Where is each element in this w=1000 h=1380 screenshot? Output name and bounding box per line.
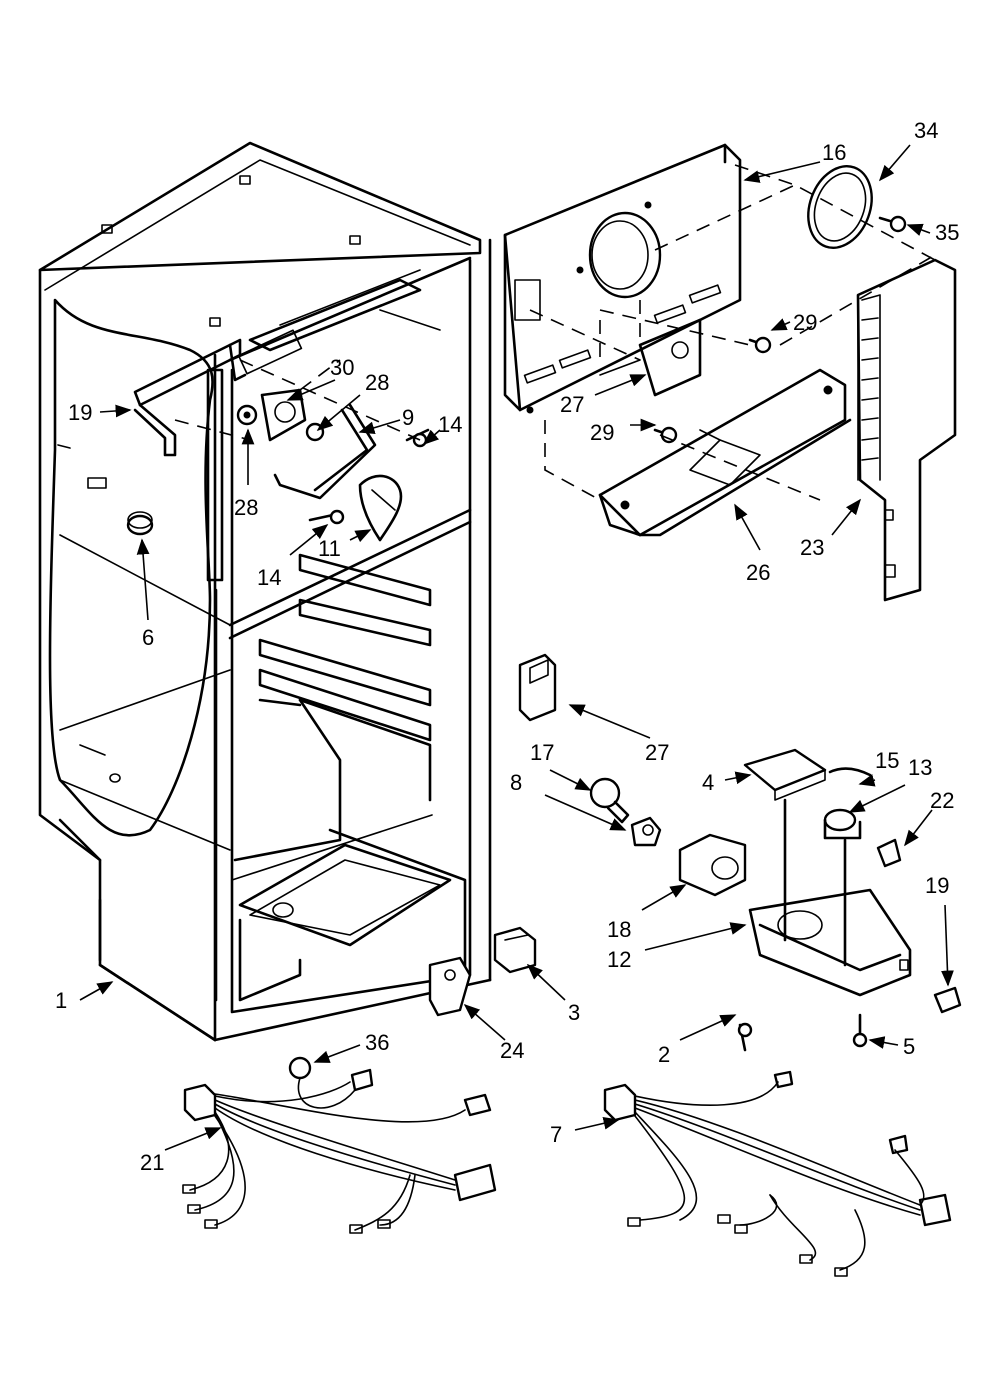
callout-1: 1 <box>55 988 67 1013</box>
callout-28-a: 28 <box>365 370 389 395</box>
cabinet-liner <box>38 141 492 1042</box>
callout-15: 15 <box>875 748 899 773</box>
leader-lines <box>79 144 954 1151</box>
switch-part-26 <box>518 653 557 722</box>
callout-5: 5 <box>903 1034 915 1059</box>
callout-12: 12 <box>607 947 631 972</box>
callout-14-b: 14 <box>257 565 281 590</box>
callout-23: 23 <box>800 535 824 560</box>
housing-part-12 <box>737 798 912 1052</box>
screws <box>653 215 907 444</box>
evaporator-cover-part-16 <box>503 143 742 414</box>
duct-part-23 <box>856 258 957 602</box>
callout-18: 18 <box>607 917 631 942</box>
callout-24: 24 <box>500 1038 524 1063</box>
callout-labels: 19 6 1 30 28 28 9 14 14 11 16 34 35 29 2… <box>55 118 959 1175</box>
wire-harness-part-7 <box>603 1070 952 1277</box>
callout-29-a: 29 <box>793 310 817 335</box>
wire-harness-part-21 <box>182 1056 497 1234</box>
callout-10: 19 <box>68 400 92 425</box>
callout-19: 19 <box>925 873 949 898</box>
callout-7: 7 <box>550 1122 562 1147</box>
callout-26: 27 <box>645 740 669 765</box>
callout-16: 16 <box>822 140 846 165</box>
ring-part-34 <box>807 165 873 249</box>
overload-part-24 <box>428 956 472 1017</box>
callout-6: 6 <box>142 625 154 650</box>
callout-36: 36 <box>365 1030 389 1055</box>
callout-35: 35 <box>935 220 959 245</box>
callout-3: 3 <box>568 1000 580 1025</box>
fan-assembly <box>236 388 430 542</box>
clip-part-22 <box>876 838 902 868</box>
bracket-part-10 <box>133 329 303 457</box>
callout-29-b: 29 <box>590 420 614 445</box>
bulb-part-17 <box>589 777 630 824</box>
light-shield-part-18 <box>678 833 747 897</box>
callout-17: 17 <box>530 740 554 765</box>
seal-part-15 <box>828 767 872 777</box>
socket-part-8 <box>630 816 662 847</box>
knob-part-6 <box>126 511 154 536</box>
callout-30: 30 <box>330 355 354 380</box>
callout-4: 4 <box>702 770 714 795</box>
callout-21: 21 <box>140 1150 164 1175</box>
dashed-alignment-lines <box>174 164 936 501</box>
thermostat-part-13 <box>823 808 862 840</box>
callout-14-a: 14 <box>438 412 462 437</box>
callout-9: 9 <box>402 405 414 430</box>
callout-2: 2 <box>658 1042 670 1067</box>
callout-22: 22 <box>930 788 954 813</box>
callout-8: 8 <box>510 770 522 795</box>
callout-11: 11 <box>318 536 341 561</box>
callout-28-b: 28 <box>234 495 258 520</box>
callout-13: 13 <box>908 755 932 780</box>
connector-part-19 <box>933 986 962 1014</box>
callout-27: 27 <box>560 392 584 417</box>
tray-part-25 <box>598 368 852 537</box>
callout-34: 34 <box>914 118 938 143</box>
callout-25: 26 <box>746 560 770 585</box>
control-board-part-4 <box>743 748 827 801</box>
